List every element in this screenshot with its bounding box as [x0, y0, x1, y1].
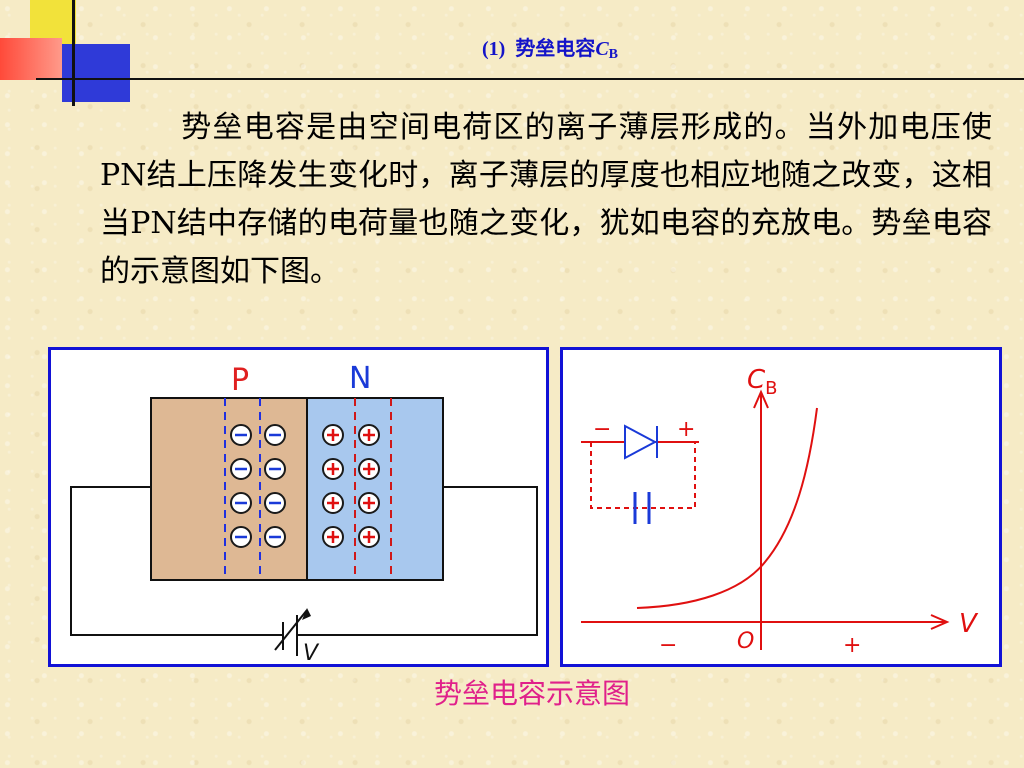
- figure-caption: 势垒电容示意图: [433, 677, 630, 710]
- negative-ion-icon: [264, 458, 286, 480]
- negative-ion-icon: [230, 526, 252, 548]
- title-symbol: C: [595, 38, 609, 60]
- positive-ion-icon: [322, 526, 344, 548]
- negative-ions: [230, 424, 286, 548]
- p-label: P: [231, 363, 249, 398]
- positive-ion-icon: [358, 492, 380, 514]
- capacitance-curve: [636, 407, 818, 609]
- pn-junction-diagram: V P N: [48, 347, 549, 667]
- decor-horizontal-line: [36, 78, 1024, 80]
- positive-ion-icon: [322, 458, 344, 480]
- n-region: [306, 397, 444, 581]
- negative-ion-icon: [264, 492, 286, 514]
- negative-ion-icon: [230, 492, 252, 514]
- circuit-wire-right: [311, 486, 538, 636]
- source-arrowhead: [302, 608, 311, 620]
- positive-ion-icon: [358, 424, 380, 446]
- decor-vertical-line: [72, 0, 75, 106]
- origin-label: O: [737, 629, 754, 654]
- source-arrow: [274, 609, 308, 651]
- positive-ion-icon: [358, 526, 380, 548]
- y-axis-arrowhead: [753, 389, 769, 409]
- pn-junction-svg: V P N: [70, 361, 538, 666]
- inset-plus: +: [677, 417, 695, 442]
- title-subscript: B: [608, 47, 618, 62]
- positive-ion-icon: [322, 424, 344, 446]
- positive-axis-sign: +: [843, 633, 861, 658]
- paragraph-text: 势垒电容是由空间电荷区的离子薄层形成的。当外加电压使PN结上压降发生变化时，离子…: [100, 110, 992, 289]
- inset-diode-icon: [624, 424, 658, 460]
- inset-minus: −: [593, 417, 611, 442]
- x-axis-label: V: [959, 609, 979, 639]
- voltage-label: V: [303, 641, 320, 664]
- positive-ion-icon: [358, 458, 380, 480]
- negative-ion-icon: [264, 424, 286, 446]
- cv-curve-diagram: − + CB V O − +: [560, 347, 1002, 667]
- slide-title: (1) 势垒电容CB: [0, 32, 1024, 63]
- inset-dashed-loop: [590, 442, 696, 509]
- negative-axis-sign: −: [659, 633, 677, 658]
- p-region: [150, 397, 308, 581]
- body-paragraph: 势垒电容是由空间电荷区的离子薄层形成的。当外加电压使PN结上压降发生变化时，离子…: [100, 104, 992, 296]
- negative-ion-icon: [230, 458, 252, 480]
- title-number: (1): [481, 38, 506, 60]
- title-text: 势垒电容: [515, 38, 596, 60]
- negative-ion-icon: [230, 424, 252, 446]
- cv-curve-svg: − + CB V O − +: [581, 365, 979, 658]
- circuit-wire: [70, 486, 275, 636]
- y-axis-label: CB: [747, 365, 778, 399]
- negative-ion-icon: [264, 526, 286, 548]
- decor-red-block: [0, 38, 62, 80]
- positive-ion-icon: [322, 492, 344, 514]
- positive-ions: [322, 424, 380, 548]
- n-label: N: [349, 361, 371, 396]
